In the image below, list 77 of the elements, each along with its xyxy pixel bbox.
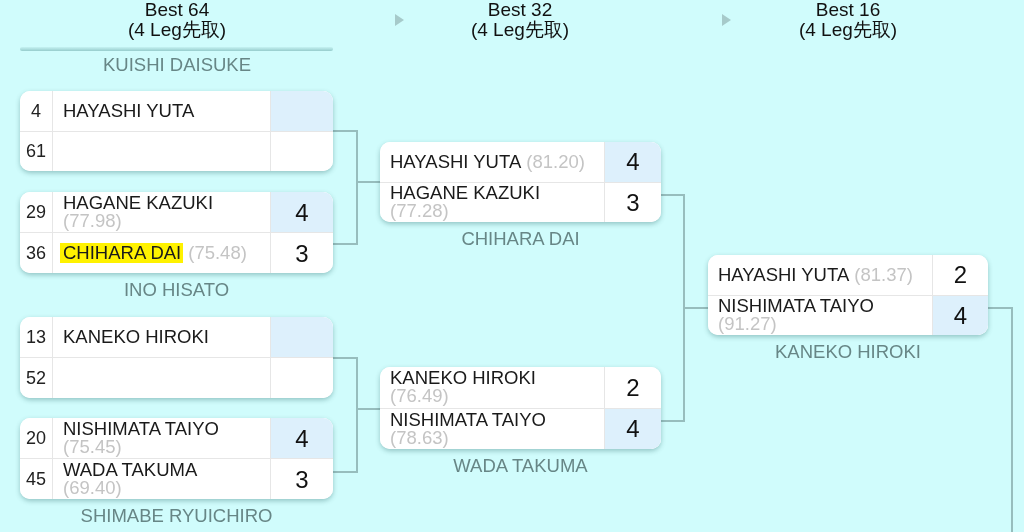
bracket-line (987, 307, 1013, 532)
seed-number: 20 (26, 428, 46, 448)
average-score: (78.63) (390, 428, 449, 447)
match-card (20, 91, 333, 171)
bracket-line (660, 307, 709, 422)
player-name: HAYASHI YUTA (63, 101, 195, 120)
referee-name: SHIMABE RYUICHIRO (80, 506, 273, 526)
average-score: (75.45) (63, 438, 122, 456)
player-row (20, 459, 333, 499)
seed-number: 52 (26, 368, 46, 388)
match-card (20, 192, 333, 273)
seed-number: 13 (26, 327, 46, 347)
player-name: KANEKO HIROKI (63, 328, 209, 346)
seed-number: 61 (26, 141, 46, 162)
player-name: HAGANE KAZUKI (63, 194, 214, 212)
player-row (380, 142, 661, 183)
match-card (708, 255, 988, 335)
player-row (20, 418, 333, 459)
player-name: KANEKO HIROKI (390, 369, 536, 388)
player-name: NISHIMATA TAIYO (718, 297, 874, 316)
round-rule: (4 Leg先取) (470, 20, 570, 40)
player-row (380, 182, 661, 222)
match-card (20, 317, 333, 398)
average-score: (75.48) (188, 244, 247, 262)
player-name: WADA TAKUMA (63, 461, 198, 479)
average-score: (69.40) (63, 479, 122, 497)
match-score: 3 (295, 240, 309, 266)
bracket-line (332, 408, 381, 473)
match-score: 4 (626, 416, 640, 442)
bracket-line (332, 181, 381, 245)
player-row (380, 408, 661, 449)
referee-name: WADA TAKUMA (453, 456, 588, 476)
match-score: 2 (953, 262, 968, 288)
match-card (380, 367, 661, 449)
round-title: Best 64 (144, 0, 210, 20)
match-score: 2 (626, 374, 640, 400)
highlighted-player-name: CHIHARA DAI (60, 243, 184, 263)
referee-name: KUISHI DAISUKE (103, 55, 251, 75)
match-score: 4 (295, 199, 309, 225)
player-row (20, 192, 333, 233)
round-title: Best 32 (487, 0, 553, 20)
player-row (20, 317, 333, 358)
player-row (20, 91, 333, 132)
player-name: HAYASHI YUTA (718, 265, 850, 284)
match-card (20, 418, 333, 499)
round-title: Best 16 (815, 0, 881, 20)
match-score: 4 (626, 149, 640, 175)
player-name: HAGANE KAZUKI (390, 184, 541, 203)
round-rule: (4 Leg先取) (127, 20, 227, 40)
player-row (708, 255, 988, 296)
match-score: 4 (953, 302, 968, 328)
match-score: 3 (626, 189, 640, 215)
average-score: (76.49) (390, 387, 449, 406)
seed-number: 36 (26, 243, 46, 263)
player-name: HAYASHI YUTA (390, 152, 522, 171)
round-rule: (4 Leg先取) (798, 20, 898, 40)
seed-number: 4 (31, 100, 41, 121)
referee-name: KANEKO HIROKI (775, 342, 921, 362)
seed-number: 29 (26, 202, 46, 222)
player-row (20, 358, 333, 398)
average-score: (81.37) (854, 265, 913, 284)
average-score: (81.20) (526, 152, 585, 171)
average-score: (77.98) (63, 212, 122, 230)
referee-name: INO HISATO (123, 280, 230, 300)
player-row (20, 233, 333, 273)
seed-number: 45 (26, 469, 46, 489)
player-name: NISHIMATA TAIYO (390, 410, 546, 429)
player-row (20, 131, 333, 171)
match-score: 3 (295, 466, 309, 492)
player-name: NISHIMATA TAIYO (63, 420, 219, 438)
match-score: 4 (295, 425, 309, 451)
average-score: (91.27) (718, 315, 777, 334)
player-row (708, 295, 988, 335)
player-row (380, 367, 661, 409)
match-card (380, 142, 661, 222)
average-score: (77.28) (390, 202, 449, 221)
referee-name: CHIHARA DAI (461, 229, 580, 249)
